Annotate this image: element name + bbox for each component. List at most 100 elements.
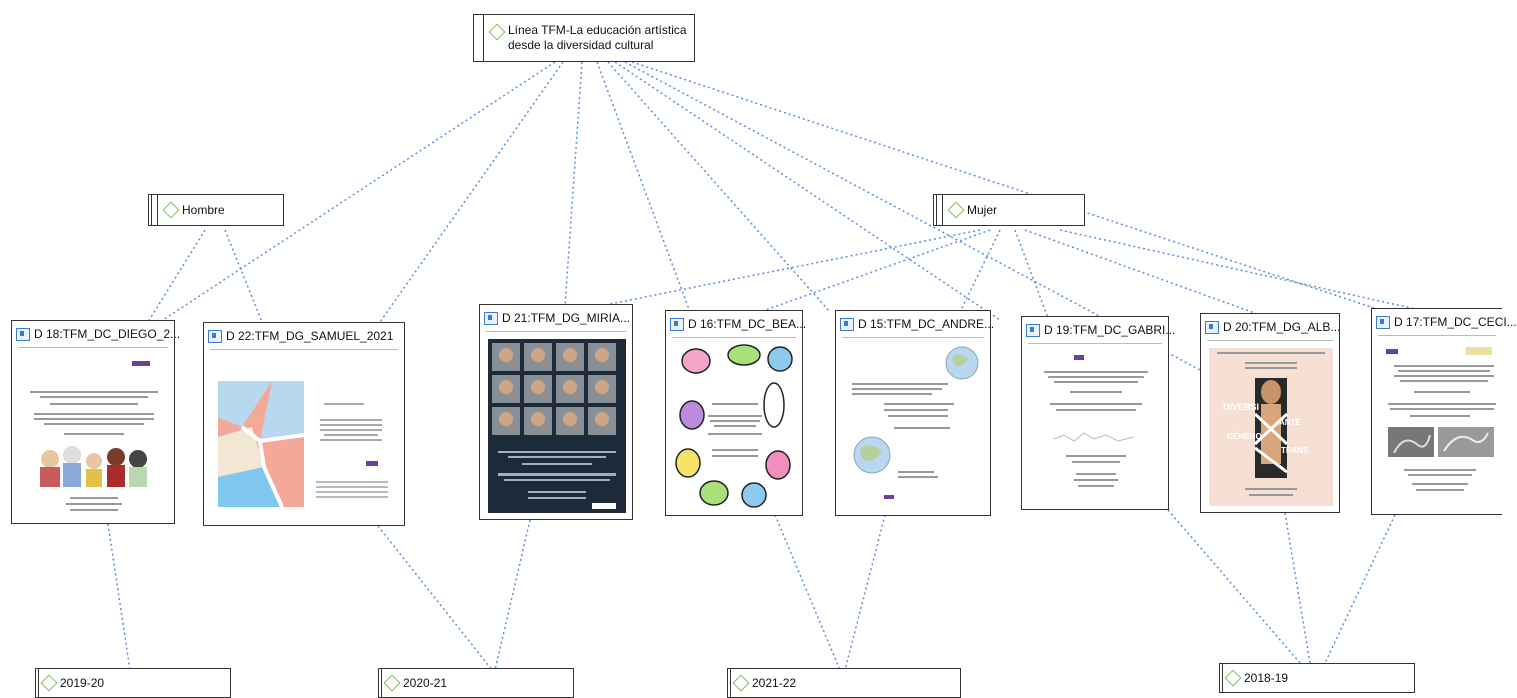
document-icon (484, 311, 498, 325)
link-d18-2019 (107, 523, 131, 671)
code-node-bar (149, 195, 152, 225)
code-node-2019-20[interactable]: 2019-20 (35, 668, 231, 698)
header-divider (18, 347, 168, 348)
document-title: D 19:TFM_DC_GABRI... (1044, 323, 1176, 337)
link-root-d16 (596, 61, 691, 313)
document-header: D 21:TFM_DG_MIRIA... (480, 305, 632, 331)
document-icon (208, 329, 222, 343)
document-thumbnail: DIVERSI ANTE GÉNERO TRANS (1209, 348, 1333, 506)
cover-word-genero: GÉNERO (1227, 432, 1262, 441)
code-diamond-icon (40, 674, 58, 692)
code-label-2021-22: 2021-22 (752, 676, 797, 690)
cover-illustration (852, 346, 979, 499)
document-header: D 16:TFM_DC_BEA... (666, 311, 806, 337)
link-hombre-d22 (224, 229, 263, 323)
code-label-2019-20: 2019-20 (60, 676, 105, 690)
code-node-2020-21[interactable]: 2020-21 (378, 668, 574, 698)
code-label-2018-19: 2018-19 (1244, 671, 1289, 685)
header-divider (672, 337, 796, 338)
document-node-d15[interactable]: D 15:TFM_DC_ANDRE... (835, 310, 994, 516)
code-node-bar (379, 669, 382, 697)
document-thumbnail (488, 339, 626, 513)
link-mujer-d16 (759, 229, 991, 313)
link-d15-2021 (844, 514, 886, 671)
document-title: D 17:TFM_DC_CECI... (1394, 315, 1517, 329)
link-mujer-d17 (1059, 229, 1421, 311)
cover-illustration (675, 344, 793, 508)
document-icon (1205, 320, 1219, 334)
header-divider (486, 331, 626, 332)
header-divider (1207, 340, 1333, 341)
document-title: D 20:TFM_DG_ALB... (1223, 320, 1341, 334)
link-root-d22 (379, 61, 564, 323)
header-divider (210, 349, 398, 350)
root-code-label: Línea TFM-La educación artística desde l… (508, 23, 687, 52)
link-root-d15 (607, 61, 831, 313)
document-icon (16, 327, 30, 341)
link-d19-2018 (1167, 509, 1301, 664)
header-divider (1028, 343, 1162, 344)
cover-illustration (1044, 355, 1148, 487)
document-icon (1026, 323, 1040, 337)
code-node-bar (152, 195, 158, 225)
code-node-hombre[interactable]: Hombre (148, 194, 284, 226)
code-node-bar (1220, 664, 1223, 692)
document-header: D 18:TFM_DC_DIEGO_2... (12, 321, 180, 347)
document-thumbnail (1030, 351, 1160, 501)
document-title: D 21:TFM_DG_MIRIA... (502, 311, 631, 325)
cover-word-trans: TRANS (1281, 446, 1309, 455)
document-header: D 19:TFM_DC_GABRI... (1022, 317, 1175, 343)
link-mujer-d19 (1014, 229, 1049, 319)
document-node-d21[interactable]: D 21:TFM_DG_MIRIA... (479, 304, 633, 520)
link-d21-2020 (494, 519, 531, 671)
link-hombre-d18 (147, 229, 206, 323)
code-node-bar (474, 15, 484, 61)
link-d17-2018 (1324, 514, 1396, 664)
root-code-node[interactable]: Línea TFM-La educación artística desde l… (473, 14, 695, 62)
cover-illustration (488, 339, 626, 513)
cover-illustration (30, 361, 158, 511)
document-icon (670, 317, 684, 331)
cover-illustration (1209, 348, 1333, 506)
link-root-d18 (159, 61, 556, 323)
cover-illustration (1386, 347, 1496, 491)
link-root-d20 (624, 61, 1201, 371)
document-icon (1376, 315, 1390, 329)
code-diamond-icon (162, 201, 180, 219)
document-title: D 16:TFM_DC_BEA... (688, 317, 807, 331)
document-node-d19[interactable]: D 19:TFM_DC_GABRI... (1021, 316, 1175, 510)
code-node-mujer[interactable]: Mujer (933, 194, 1085, 226)
code-node-bar (937, 195, 943, 225)
document-icon (840, 317, 854, 331)
header-divider (842, 337, 984, 338)
code-node-2018-19[interactable]: 2018-19 (1219, 663, 1415, 693)
document-node-d17[interactable]: D 17:TFM_DC_CECI... (1371, 308, 1517, 515)
document-thumbnail (1380, 343, 1502, 506)
code-node-bar (728, 669, 731, 697)
link-root-d17 (631, 61, 1381, 311)
document-node-d22[interactable]: D 22:TFM_DG_SAMUEL_2021 (203, 322, 405, 526)
code-diamond-icon (488, 23, 506, 41)
cover-word-ante: ANTE (1279, 418, 1301, 427)
document-node-d20[interactable]: D 20:TFM_DG_ALB... DIVERSI ANTE GÉNERO T… (1200, 313, 1340, 513)
code-label-hombre: Hombre (182, 203, 225, 217)
document-header: D 17:TFM_DC_CECI... (1372, 309, 1517, 335)
document-thumbnail (20, 355, 166, 515)
code-node-2021-22[interactable]: 2021-22 (727, 668, 961, 698)
code-node-bar (36, 669, 39, 697)
code-diamond-icon (732, 674, 750, 692)
document-thumbnail (674, 344, 794, 508)
code-node-bar (934, 195, 937, 225)
document-header: D 22:TFM_DG_SAMUEL_2021 (204, 323, 404, 349)
document-thumbnail (844, 345, 982, 507)
code-diamond-icon (947, 201, 965, 219)
document-node-d18[interactable]: D 18:TFM_DC_DIEGO_2... (11, 320, 180, 524)
link-mujer-d20 (1024, 229, 1261, 316)
document-node-d16[interactable]: D 16:TFM_DC_BEA... (665, 310, 806, 516)
link-root-d19 (614, 61, 1001, 321)
document-header: D 20:TFM_DG_ALB... (1201, 314, 1341, 340)
cover-word-diversi: DIVERSI (1223, 402, 1260, 412)
link-d22-2020 (377, 525, 493, 671)
document-header: D 15:TFM_DC_ANDRE... (836, 311, 994, 337)
